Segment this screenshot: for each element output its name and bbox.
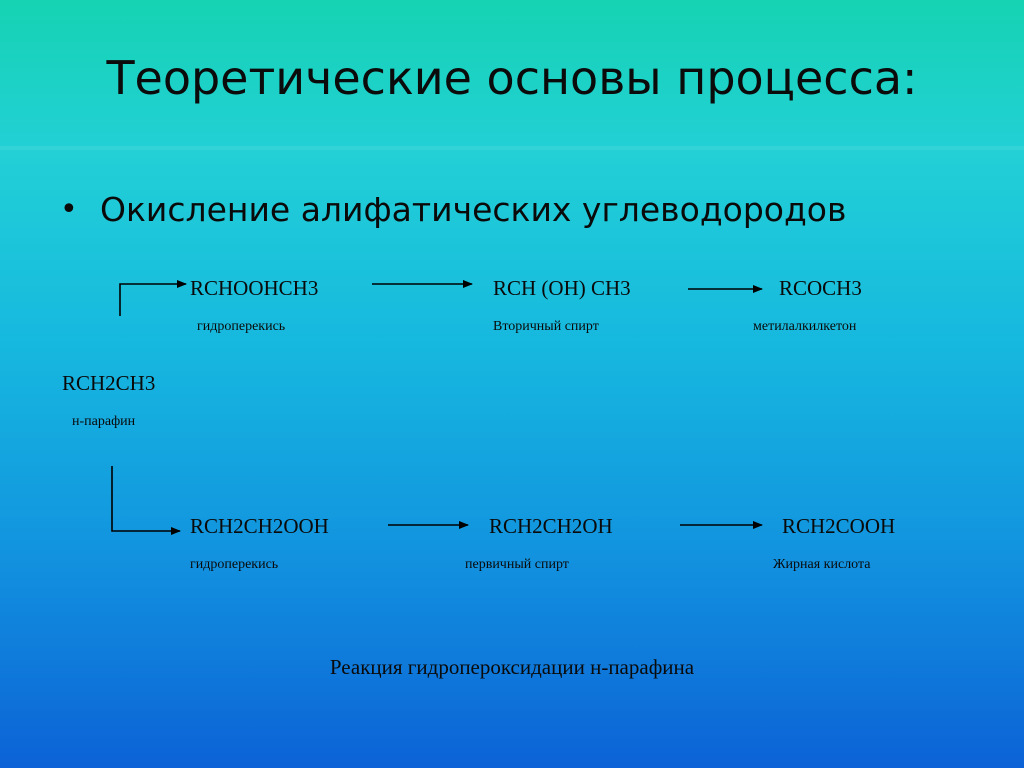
lower-formula-1: RCH2CH2OOH: [190, 514, 329, 538]
upper-name-3: метилалкилкетон: [753, 319, 857, 334]
slide-title: Теоретические основы процесса:: [106, 51, 918, 105]
lower-branch-connector: [111, 466, 181, 535]
start-name: н-парафин: [72, 414, 136, 429]
upper-formula-1: RCHOOHCH3: [190, 276, 319, 300]
lower-name-2: первичный спирт: [465, 557, 569, 572]
lower-formula-2: RCH2CH2OH: [489, 514, 613, 538]
upper-name-2: Вторичный спирт: [493, 319, 599, 334]
upper-formula-2: RCH (OH) CH3: [493, 276, 631, 300]
bullet-dot-icon: •: [60, 192, 78, 227]
lower-name-1: гидроперекись: [190, 557, 279, 572]
upper-branch-connector: [119, 280, 187, 316]
lower-formula-3: RCH2COOH: [782, 514, 896, 538]
upper-name-1: гидроперекись: [197, 319, 286, 334]
upper-formula-3: RCOCH3: [779, 276, 862, 300]
scheme-caption: Реакция гидропероксидации н-парафина: [329, 655, 695, 679]
start-formula: RCH2CH3: [62, 371, 156, 395]
title-divider-band: [0, 146, 1024, 150]
lower-name-3: Жирная кислота: [773, 557, 871, 572]
bullet-text: Окисление алифатических углеводородов: [100, 190, 847, 229]
bullet-item: • Окисление алифатических углеводородов: [60, 190, 846, 229]
